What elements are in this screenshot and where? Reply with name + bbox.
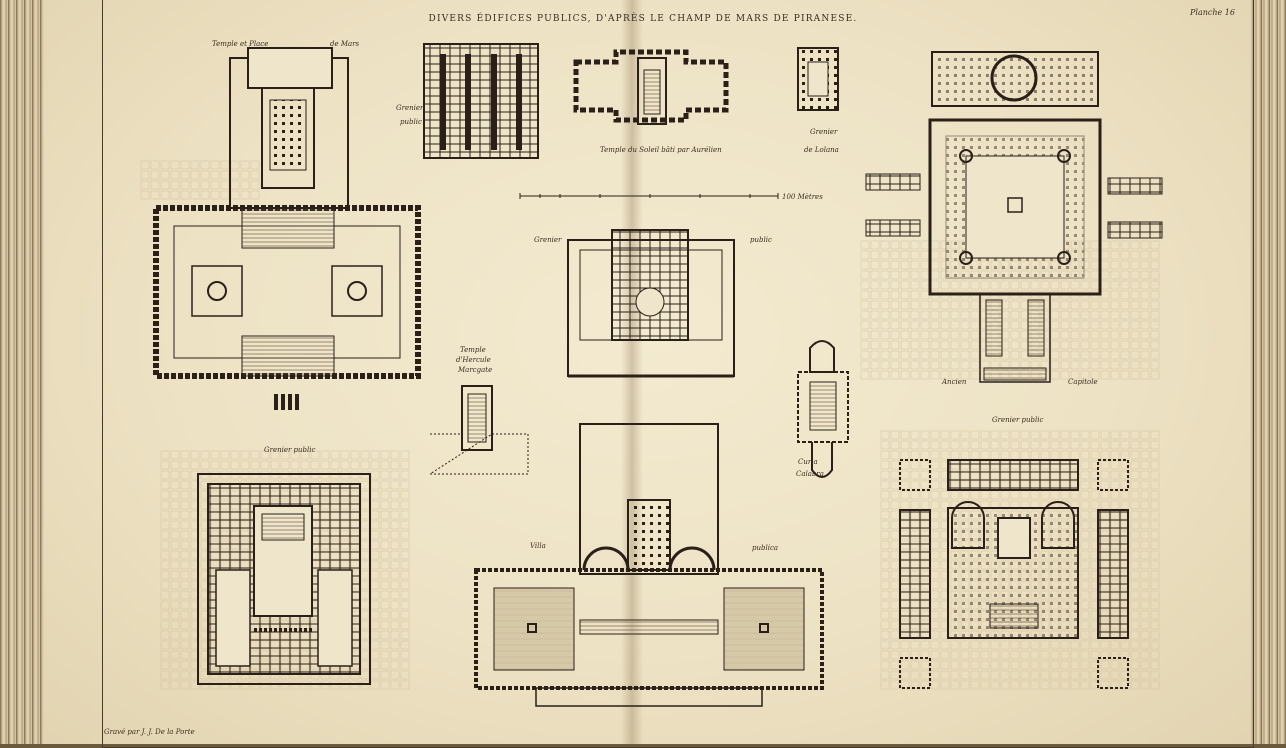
engraver-credit: Gravé par J. J. De la Porte <box>104 728 195 736</box>
plan-curia-calabra <box>797 340 849 478</box>
plan-temple-de-mars <box>153 47 421 410</box>
label-hercule-a: Temple <box>460 346 486 354</box>
plan-ancien-capitole <box>865 51 1163 383</box>
label-hercule-b: d'Hercule <box>456 356 491 364</box>
label-grenier-lolana-b: de Lolana <box>804 146 839 154</box>
plan-grenier-public-center <box>567 229 735 378</box>
label-curia-b: Calabra <box>796 470 824 478</box>
label-grenier-lolana-a: Grenier <box>810 128 838 136</box>
plan-grenier-public-right <box>899 459 1129 689</box>
page-stack-right <box>1246 0 1286 744</box>
label-grenier-b: public <box>400 118 422 126</box>
label-grenier-center-a: Grenier <box>534 236 562 244</box>
label-hercule-c: Marcgate <box>458 366 493 374</box>
label-temple-soleil: Temple du Soleil bâti par Aurélien <box>600 146 722 154</box>
plate-title: DIVERS ÉDIFICES PUBLICS, D'APRÈS LE CHAM… <box>428 14 858 24</box>
label-temple-mars-b: de Mars <box>330 40 360 48</box>
plan-grenier-public-bottom-left <box>197 473 371 685</box>
label-capitole-a: Ancien <box>942 378 967 386</box>
label-grenier-right: Grenier public <box>992 416 1044 424</box>
label-scale: 100 Mètres <box>782 193 823 201</box>
plan-villa-publica <box>474 423 824 707</box>
label-grenier-a: Grenier <box>396 104 424 112</box>
plan-temple-du-soleil <box>573 49 729 125</box>
plan-grenier-lolana <box>797 47 839 111</box>
label-capitole-b: Capitole <box>1068 378 1098 386</box>
label-temple-mars-a: Temple et Place <box>212 40 269 48</box>
page-stack-left <box>0 0 48 744</box>
label-grenier-bottom-left: Grenier public <box>264 446 316 454</box>
scale-bar <box>519 193 779 199</box>
label-grenier-center-b: public <box>750 236 772 244</box>
label-curia-a: Curia <box>798 458 818 466</box>
plate-number: Planche 16 <box>1190 8 1235 17</box>
plan-grenier-public-top <box>423 43 539 159</box>
label-villa-b: publica <box>752 544 779 552</box>
label-villa-a: Villa <box>530 542 546 550</box>
plan-temple-hercule <box>428 385 529 475</box>
